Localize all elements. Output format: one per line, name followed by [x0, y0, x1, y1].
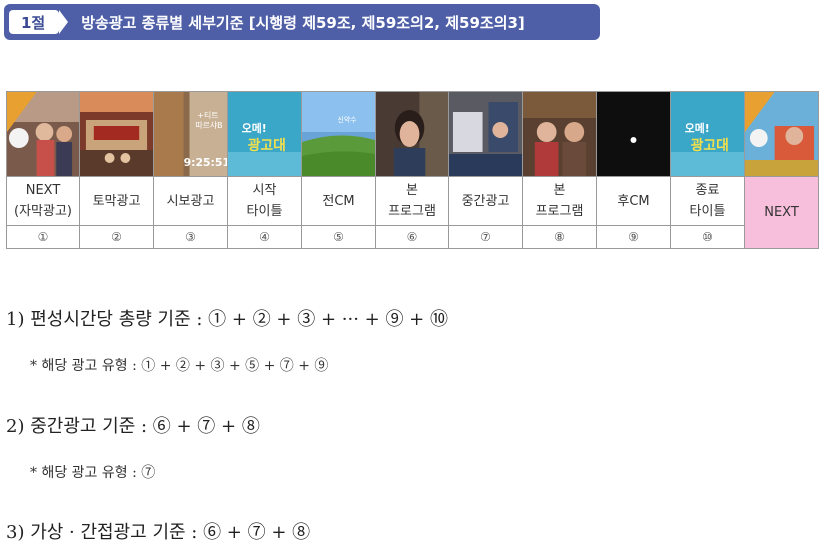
section-header: 1절 방송광고 종류별 세부기준 [시행령 제59조, 제59조의2, 제59조…: [4, 4, 600, 40]
time-signal-ad-icon: +티트 따르샤B 9:25:51: [154, 92, 227, 176]
column-number-5: ⑤: [301, 225, 376, 249]
label-line: 토막광고: [92, 193, 141, 209]
next-program-icon: [745, 92, 818, 176]
column-number-4: ④: [227, 225, 302, 249]
column-label-9: 후CM: [596, 176, 671, 226]
column-number-7: ⑦: [448, 225, 523, 249]
svg-text:+티트: +티트: [197, 111, 218, 120]
thumb-cell-10: 오메! 광고대: [670, 91, 745, 177]
section-badge: 1절: [9, 10, 69, 34]
label-line: 본: [553, 183, 566, 198]
thumb-cell-4: 오메! 광고대: [227, 91, 302, 177]
criterion-3: 3) 가상 · 간접광고 기준 : ⑥ + ⑦ + ⑧: [6, 522, 311, 543]
column-number-9: ⑨: [596, 225, 671, 249]
svg-text:신약수: 신약수: [338, 115, 358, 124]
end-title-icon: 오메! 광고대: [671, 92, 744, 176]
column-number-3: ③: [153, 225, 228, 249]
label-line: 후CM: [617, 193, 650, 209]
column-number-2: ②: [79, 225, 154, 249]
label-line: 시작: [252, 183, 277, 198]
label-line: 중간광고: [461, 193, 510, 209]
pre-cm-icon: 신약수: [302, 92, 375, 176]
post-cm-icon: [597, 92, 670, 176]
column-number-8: ⑧: [522, 225, 597, 249]
main-program-icon: [376, 92, 448, 176]
label-line: 시보광고: [166, 193, 215, 209]
thumb-cell-7: [448, 91, 523, 177]
thumb-cell-1: [6, 91, 80, 177]
label-line: 타이틀: [246, 204, 283, 219]
svg-text:광고대: 광고대: [691, 137, 729, 154]
column-label-1: NEXT (자막광고): [6, 176, 80, 226]
column-number-10: ⑩: [670, 225, 745, 249]
start-title-icon: 오메! 광고대: [228, 92, 301, 176]
mid-ad-icon: [449, 92, 522, 176]
label-line: 전CM: [322, 193, 355, 209]
thumb-cell-11: [744, 91, 819, 177]
svg-text:오메!: 오메!: [685, 121, 710, 135]
ad-schedule-table: +티트 따르샤B 9:25:51 오메! 광고대 신약수: [6, 91, 819, 249]
column-label-5: 전CM: [301, 176, 376, 226]
label-line: 타이틀: [689, 204, 726, 219]
label-line: 본: [406, 183, 418, 198]
criterion-1-detail: * 해당 광고 유형 : ① + ② + ③ + ⑤ + ⑦ + ⑨: [30, 358, 329, 374]
next-highlight-cell: NEXT: [744, 176, 819, 249]
label-line: 프로그램: [388, 204, 436, 219]
next-program-icon: [7, 92, 79, 176]
thumb-cell-2: [79, 91, 154, 177]
thumb-cell-6: [375, 91, 449, 177]
column-label-3: 시보광고: [153, 176, 228, 226]
label-line: (자막광고): [14, 204, 72, 219]
svg-text:9:25:51: 9:25:51: [184, 156, 227, 169]
column-number-6: ⑥: [375, 225, 449, 249]
section-title: 방송광고 종류별 세부기준 [시행령 제59조, 제59조의2, 제59조의3]: [81, 13, 525, 32]
svg-text:오메!: 오메!: [242, 121, 267, 135]
thumb-cell-9: [596, 91, 671, 177]
column-number-1: ①: [6, 225, 80, 249]
thumb-cell-8: [522, 91, 597, 177]
svg-text:따르샤B: 따르샤B: [195, 120, 222, 130]
label-line: NEXT: [764, 205, 799, 220]
column-label-2: 토막광고: [79, 176, 154, 226]
column-label-7: 중간광고: [448, 176, 523, 226]
spot-ad-icon: [80, 92, 153, 176]
label-line: NEXT: [25, 183, 61, 198]
criterion-2-detail: * 해당 광고 유형 : ⑦: [30, 465, 156, 481]
svg-text:광고대: 광고대: [248, 137, 286, 154]
criterion-1: 1) 편성시간당 총량 기준 : ① + ② + ③ + ··· + ⑨ + ⑩: [6, 309, 448, 330]
thumb-cell-3: +티트 따르샤B 9:25:51: [153, 91, 228, 177]
criterion-2: 2) 중간광고 기준 : ⑥ + ⑦ + ⑧: [6, 416, 260, 437]
thumb-cell-5: 신약수: [301, 91, 376, 177]
label-line: 프로그램: [535, 204, 584, 219]
main-program-icon: [523, 92, 596, 176]
label-line: 종료: [695, 183, 720, 198]
